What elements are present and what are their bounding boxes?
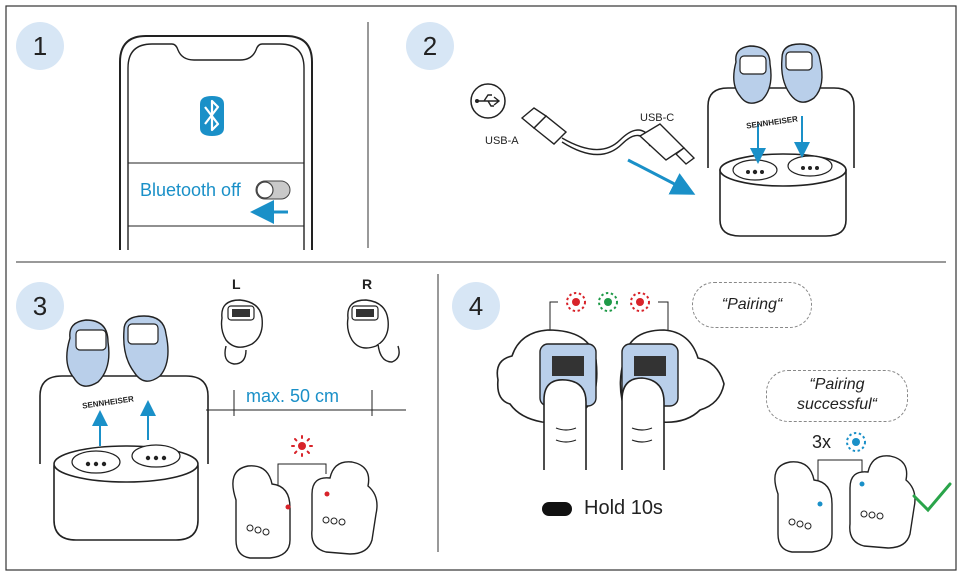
step-1-badge: 1 bbox=[16, 22, 64, 70]
pairing-successful-line2: successful“ bbox=[796, 396, 878, 413]
earbuds-in-ear-panel3 bbox=[232, 461, 378, 559]
led-connector-4 bbox=[817, 459, 863, 500]
usb-a-label: USB-A bbox=[485, 135, 519, 147]
distance-indicator bbox=[206, 390, 406, 416]
pairing-bubble: “Pairing“ bbox=[692, 282, 812, 328]
phone-illustration bbox=[119, 35, 313, 250]
step-2-badge: 2 bbox=[406, 22, 454, 70]
earbud-right-small bbox=[346, 299, 400, 363]
earbud-left-small bbox=[220, 299, 263, 365]
hold-duration-label: Hold 10s bbox=[584, 497, 663, 519]
outer-frame bbox=[5, 5, 957, 571]
checkmark-icon bbox=[912, 482, 952, 513]
usb-c-label: USB-C bbox=[640, 112, 675, 124]
hold-button-icon bbox=[542, 502, 572, 516]
left-label: L bbox=[232, 276, 241, 292]
right-label: R bbox=[362, 276, 373, 292]
bluetooth-icon bbox=[200, 96, 224, 136]
led-connector-3 bbox=[277, 463, 327, 490]
led-sequence-icons bbox=[549, 292, 669, 336]
red-led-icon bbox=[291, 435, 313, 457]
earbuds-in-ear-panel4 bbox=[774, 455, 916, 553]
pairing-successful-line1: “Pairing bbox=[809, 376, 865, 393]
charging-case-top-right bbox=[707, 43, 855, 237]
step-4-badge: 4 bbox=[452, 282, 500, 330]
step-3-badge: 3 bbox=[16, 282, 64, 330]
charging-case-left bbox=[39, 315, 209, 541]
bluetooth-off-label: Bluetooth off bbox=[140, 180, 241, 200]
distance-label: max. 50 cm bbox=[246, 386, 340, 406]
usb-icon bbox=[470, 83, 506, 119]
usb-cable bbox=[520, 107, 696, 165]
bluetooth-toggle bbox=[255, 180, 291, 200]
earbuds-touch-illustration bbox=[496, 329, 725, 470]
blue-led-icon bbox=[846, 432, 866, 452]
blink-count-label: 3x bbox=[812, 432, 832, 452]
pairing-successful-bubble: “Pairing successful“ bbox=[766, 370, 908, 422]
connect-arrow bbox=[627, 158, 696, 195]
